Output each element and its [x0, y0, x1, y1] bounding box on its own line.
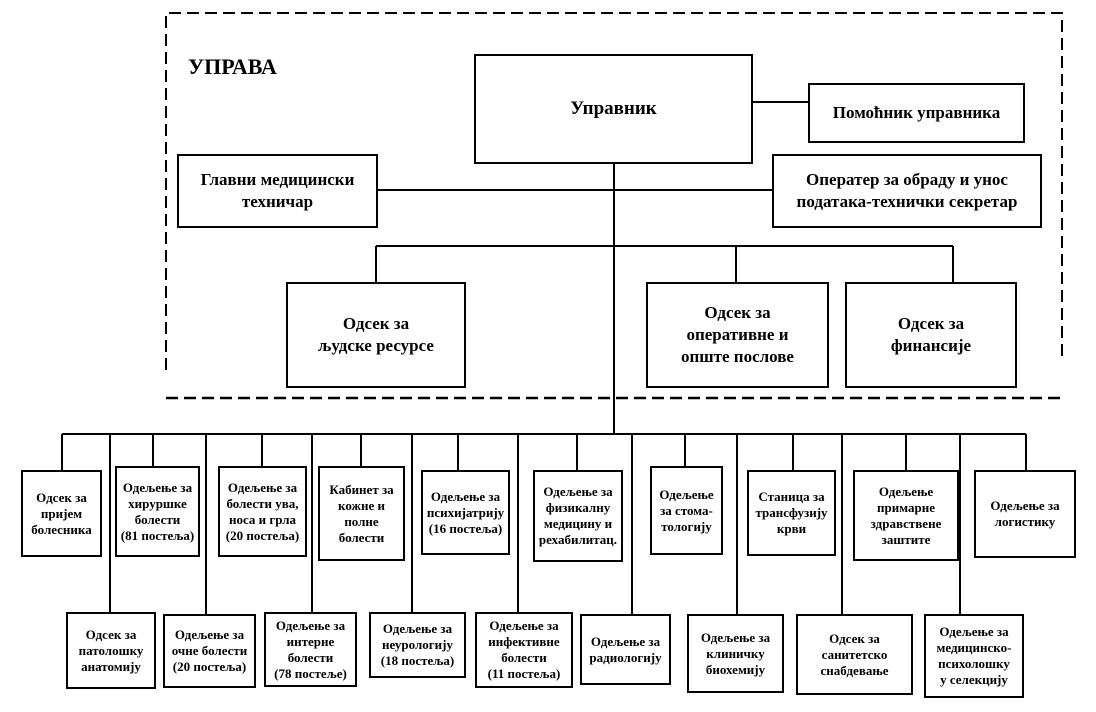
section-hr-label: Одсек за људске ресурсе [318, 314, 434, 355]
unit-label: Одељење за медицинско- психолошку у селе… [936, 624, 1012, 687]
director-label: Управник [570, 98, 657, 119]
unit-label: Кабинет за кожне и полне болести [329, 481, 394, 545]
unit-box: Одељење за радиологију [580, 614, 671, 685]
section-ops-label: Одсек за оперативне и опште послове [681, 303, 794, 366]
unit-box: Станица за трансфузију крви [747, 470, 836, 556]
unit-box: Одељење за медицинско- психолошку у селе… [924, 614, 1024, 698]
uprava-dashed-frame [165, 12, 1063, 370]
unit-label: Одсек за патолошку анатомију [78, 626, 144, 674]
unit-label: Одељење за инфективне болести (11 постељ… [487, 618, 561, 681]
unit-box: Одсек за патолошку анатомију [66, 612, 156, 689]
unit-label: Одељење примарне здравствене заштите [870, 483, 942, 547]
operator-label: Оператер за обраду и унос података-техни… [796, 170, 1018, 211]
unit-label: Одељење за психијатрију (16 постеља) [426, 488, 505, 536]
unit-label: Одељење за болести ува, носа и грла (20 … [225, 479, 300, 543]
unit-box: Одељење за психијатрију (16 постеља) [421, 470, 510, 555]
section-finance-label: Одсек за финансије [890, 314, 972, 355]
unit-label: Одељење за неурологију (18 постеља) [380, 621, 455, 668]
unit-box: Одељење за болести ува, носа и грла (20 … [218, 466, 307, 557]
unit-label: Одељење за интерне болести (78 постеље) [274, 617, 347, 681]
unit-box: Одељење за клиничку биохемију [687, 614, 784, 693]
operator-box: Оператер за обраду и унос података-техни… [772, 154, 1042, 228]
unit-box: Одељење за стома- тологију [650, 466, 723, 555]
uprava-title: УПРАВА [188, 54, 277, 79]
unit-box: Кабинет за кожне и полне болести [318, 466, 405, 561]
unit-box: Одсек за пријем болесника [21, 470, 102, 557]
chief-technician-box: Главни медицински техничар [177, 154, 378, 228]
unit-box: Одељење за очне болести (20 постеља) [163, 614, 256, 688]
unit-label: Одељење за клиничку биохемију [700, 629, 771, 677]
unit-label: Одељење за радиологију [589, 633, 662, 665]
assistant-box: Помоћник управника [808, 83, 1025, 143]
unit-label: Одељење за логистику [990, 498, 1060, 529]
unit-box: Одељење примарне здравствене заштите [853, 470, 959, 561]
unit-box: Одељење за инфективне болести (11 постељ… [475, 612, 573, 688]
unit-label: Одсек за пријем болесника [31, 489, 92, 537]
chief-technician-label: Главни медицински техничар [200, 170, 355, 211]
unit-box: Одељење за логистику [974, 470, 1076, 558]
unit-label: Одељење за хируршке болести (81 постеља) [120, 479, 195, 543]
unit-box: Одељење за физикалну медицину и рехабили… [533, 470, 623, 562]
unit-label: Одељење за очне болести (20 постеља) [171, 627, 248, 674]
section-ops-box: Одсек за оперативне и опште послове [646, 282, 829, 388]
unit-box: Одељење за интерне болести (78 постеље) [264, 612, 357, 687]
unit-label: Станица за трансфузију крви [755, 489, 828, 536]
unit-label: Одсек за санитетско снабдевање [820, 630, 889, 678]
unit-label: Одељење за физикалну медицину и рехабили… [538, 484, 618, 547]
section-hr-box: Одсек за људске ресурсе [286, 282, 466, 388]
unit-label: Одељење за стома- тологију [659, 486, 714, 534]
section-finance-box: Одсек за финансије [845, 282, 1017, 388]
unit-box: Одељење за хируршке болести (81 постеља) [115, 466, 200, 557]
unit-box: Одсек за санитетско снабдевање [796, 614, 913, 695]
director-box: Управник [474, 54, 753, 164]
unit-box: Одељење за неурологију (18 постеља) [369, 612, 466, 678]
assistant-label: Помоћник управника [832, 103, 1001, 122]
